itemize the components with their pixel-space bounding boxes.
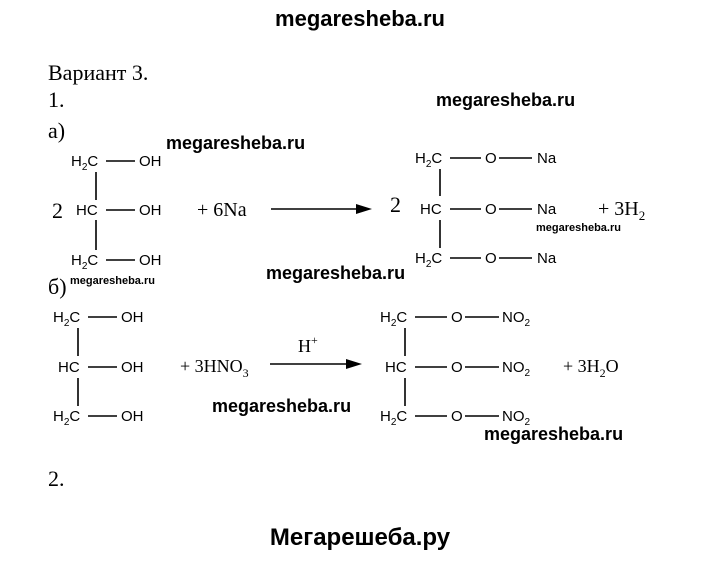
coefficient-left: 2 [52, 198, 63, 223]
atom-h2c: H2C [53, 408, 80, 428]
watermark: megaresheba.ru [536, 222, 621, 234]
atom-h2c: H2C [415, 250, 442, 270]
watermark: megaresheba.ru [166, 133, 306, 153]
group-no2: NO2 [502, 309, 531, 329]
reaction-a: 2 H2C OH HC OH H2C OH + 6Na 2 [52, 150, 645, 272]
atom-hc: HC [385, 359, 407, 376]
atom-hc: HC [76, 202, 98, 219]
atom-oh: OH [139, 202, 162, 219]
glycerol-molecule: H2C OH HC OH H2C OH [53, 309, 144, 428]
watermark: megaresheba.ru [436, 90, 576, 110]
product-added: + 3H2 [598, 198, 645, 223]
reactant-added: + 6Na [197, 199, 247, 221]
watermark: megaresheba.ru [212, 396, 352, 416]
arrow-head [346, 359, 362, 369]
atom-oh: OH [121, 408, 144, 425]
group-no2: NO2 [502, 359, 531, 379]
atom-o: O [485, 150, 497, 167]
atom-oh: OH [121, 359, 144, 376]
reactant-added: + 3HNO3 [180, 356, 249, 380]
atom-hc: HC [58, 359, 80, 376]
nitroglycerin-molecule: H2C O NO2 HC O NO2 H2C O NO2 [380, 309, 531, 428]
atom-na: Na [537, 201, 557, 218]
atom-hc: HC [420, 201, 442, 218]
glycerol-molecule: H2C OH HC OH H2C OH [71, 153, 162, 272]
product-added: + 3H2O [563, 356, 619, 380]
atom-oh: OH [139, 252, 162, 269]
atom-o: O [451, 408, 463, 425]
group-no2: NO2 [502, 408, 531, 428]
atom-o: O [451, 309, 463, 326]
catalyst-label: H+ [298, 333, 318, 356]
atom-na: Na [537, 150, 557, 167]
sodium-glycerate-molecule: H2C O Na HC O Na H2C O Na [415, 150, 557, 270]
atom-o: O [485, 201, 497, 218]
atom-o: O [485, 250, 497, 267]
atom-o: O [451, 359, 463, 376]
atom-h2c: H2C [71, 153, 98, 173]
coefficient-right: 2 [390, 192, 401, 217]
atom-oh: OH [139, 153, 162, 170]
atom-na: Na [537, 250, 557, 267]
part-b-label: б) [48, 274, 67, 299]
arrow-head [356, 204, 372, 214]
atom-h2c: H2C [53, 309, 80, 329]
watermark: megaresheba.ru [266, 263, 406, 283]
part-a-label: а) [48, 118, 66, 143]
atom-h2c: H2C [71, 252, 98, 272]
task-1-number: 1. [48, 87, 65, 112]
reaction-b: H2C OH HC OH H2C OH + 3HNO3 H+ H2C [53, 309, 619, 428]
atom-h2c: H2C [415, 150, 442, 170]
footer-site[interactable]: Мегарешеба.ру [269, 524, 451, 551]
watermark: megaresheba.ru [484, 424, 624, 444]
header-site[interactable]: megaresheba.ru [275, 6, 445, 31]
atom-h2c: H2C [380, 408, 407, 428]
watermark: megaresheba.ru [70, 275, 155, 287]
atom-h2c: H2C [380, 309, 407, 329]
task-2-number: 2. [48, 466, 65, 491]
atom-oh: OH [121, 309, 144, 326]
variant-title: Вариант 3. [48, 60, 149, 85]
